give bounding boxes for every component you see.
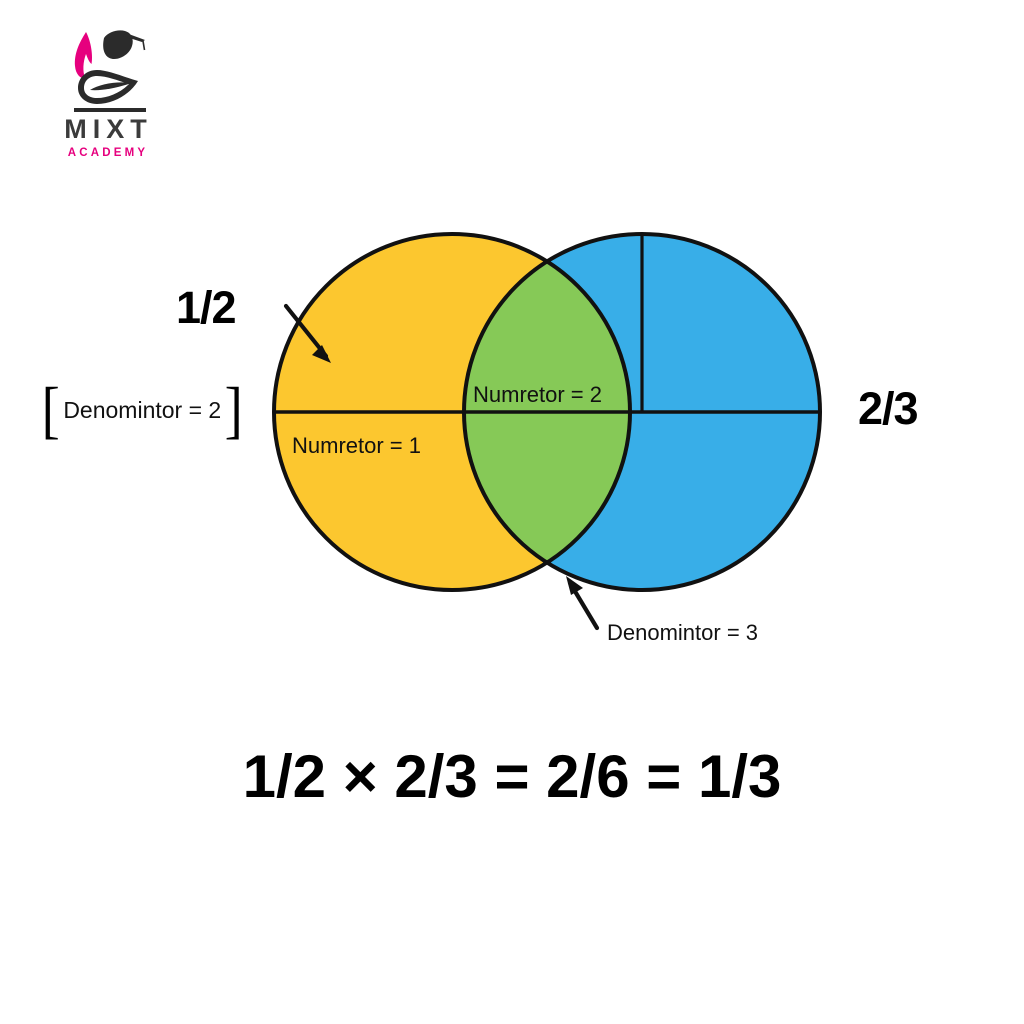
logo-wordmark: MIXT ACADEMY bbox=[44, 114, 168, 160]
arrow-to-right-circle-icon bbox=[566, 576, 600, 631]
arrow-to-left-circle-icon bbox=[283, 303, 331, 363]
right-circle-outline bbox=[462, 232, 822, 592]
flame-icon bbox=[74, 32, 93, 79]
left-denominator-label: Denomintor = 2 bbox=[63, 396, 222, 423]
venn-circles-graphic bbox=[272, 232, 822, 631]
logo-name: MIXT bbox=[64, 114, 153, 144]
overlap-numerator-label: Numretor = 2 bbox=[473, 382, 602, 407]
right-fraction-label: 2/3 bbox=[858, 383, 919, 434]
logo-baseline bbox=[74, 108, 146, 112]
logo-subtitle: ACADEMY bbox=[67, 147, 149, 159]
graduation-cap-icon bbox=[103, 30, 146, 59]
brand-logo: MIXT ACADEMY bbox=[44, 24, 184, 159]
bracket-close-icon: ] bbox=[224, 374, 243, 445]
logo-mark-icon bbox=[52, 24, 162, 116]
venn-diagram: 1/2 2/3 [ Denomintor = 2 ] Numretor = 1 … bbox=[40, 232, 919, 645]
bracket-open-icon: [ bbox=[41, 374, 60, 445]
right-denominator-label: Denomintor = 3 bbox=[607, 620, 759, 645]
left-numerator-label: Numretor = 1 bbox=[292, 433, 421, 458]
left-denominator-annotation: [ Denomintor = 2 ] bbox=[40, 374, 245, 446]
overlap-region-fill bbox=[464, 234, 630, 590]
equation-text: 1/2 × 2/3 = 2/6 = 1/3 bbox=[242, 743, 782, 810]
leaf-icon bbox=[78, 70, 138, 104]
left-circle-outline bbox=[272, 232, 632, 592]
left-fraction-label: 1/2 bbox=[176, 282, 237, 333]
